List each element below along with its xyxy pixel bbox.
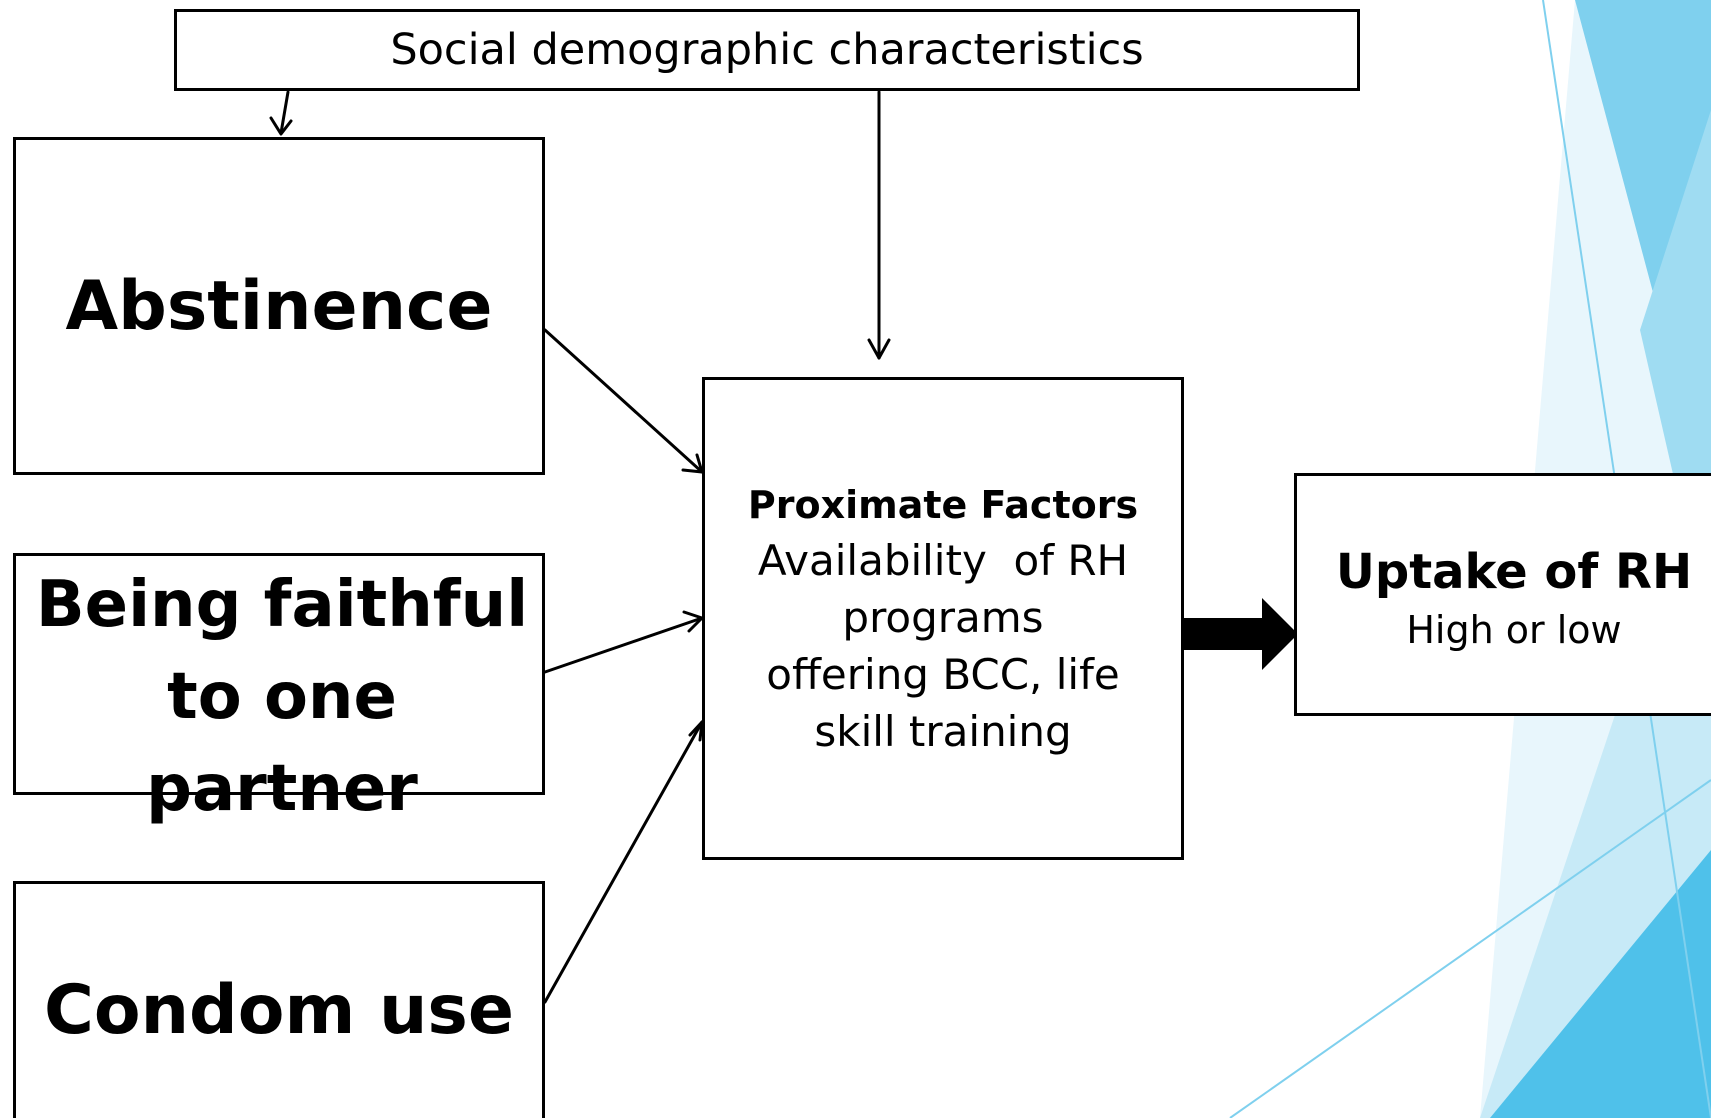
proximate-factors-box: Proximate Factors Availability of RH pro… bbox=[702, 377, 1184, 860]
arrowhead-social-to-proximate bbox=[867, 338, 891, 360]
arrow-condom-to-proximate bbox=[543, 720, 704, 1004]
abstinence-label: Abstinence bbox=[65, 267, 493, 346]
being-faithful-box: Being faithful to one partner bbox=[13, 553, 545, 826]
social-demographic-label: Social demographic characteristics bbox=[390, 25, 1144, 75]
being-faithful-label: Being faithful to one partner bbox=[11, 559, 553, 835]
proximate-factors-line: offering BCC, life bbox=[766, 650, 1120, 699]
proximate-factors-title: Proximate Factors bbox=[747, 483, 1139, 527]
block-arrow-proximate-to-uptake bbox=[1184, 598, 1298, 670]
being-faithful-line: to one bbox=[167, 660, 397, 734]
arrow-faithful-to-proximate bbox=[543, 616, 704, 674]
being-faithful-line: Being faithful bbox=[35, 568, 529, 642]
uptake-of-rh-title: Uptake of RH bbox=[1335, 544, 1693, 600]
arrow-abstinence-to-proximate bbox=[543, 328, 704, 474]
deco-line-2 bbox=[1229, 779, 1711, 1118]
uptake-of-rh-box: Uptake of RH High or low bbox=[1294, 473, 1711, 716]
uptake-of-rh-subtitle: High or low bbox=[1406, 608, 1622, 652]
being-faithful-line: partner bbox=[146, 752, 418, 826]
proximate-factors-body: Availability of RH programs offering BCC… bbox=[715, 532, 1171, 760]
proximate-factors-line: skill training bbox=[814, 707, 1072, 756]
abstinence-box: Abstinence bbox=[13, 137, 545, 475]
arrowhead-social-to-abstinence bbox=[269, 116, 293, 136]
proximate-factors-line: Availability of RH bbox=[757, 536, 1129, 585]
condom-use-box: Condom use bbox=[13, 881, 545, 1118]
social-demographic-box: Social demographic characteristics bbox=[174, 9, 1360, 91]
deco-triangle-lower-dark bbox=[1490, 850, 1711, 1118]
arrow-social-to-abstinence bbox=[279, 90, 290, 135]
condom-use-label: Condom use bbox=[44, 971, 514, 1050]
proximate-factors-line: programs bbox=[842, 593, 1044, 642]
